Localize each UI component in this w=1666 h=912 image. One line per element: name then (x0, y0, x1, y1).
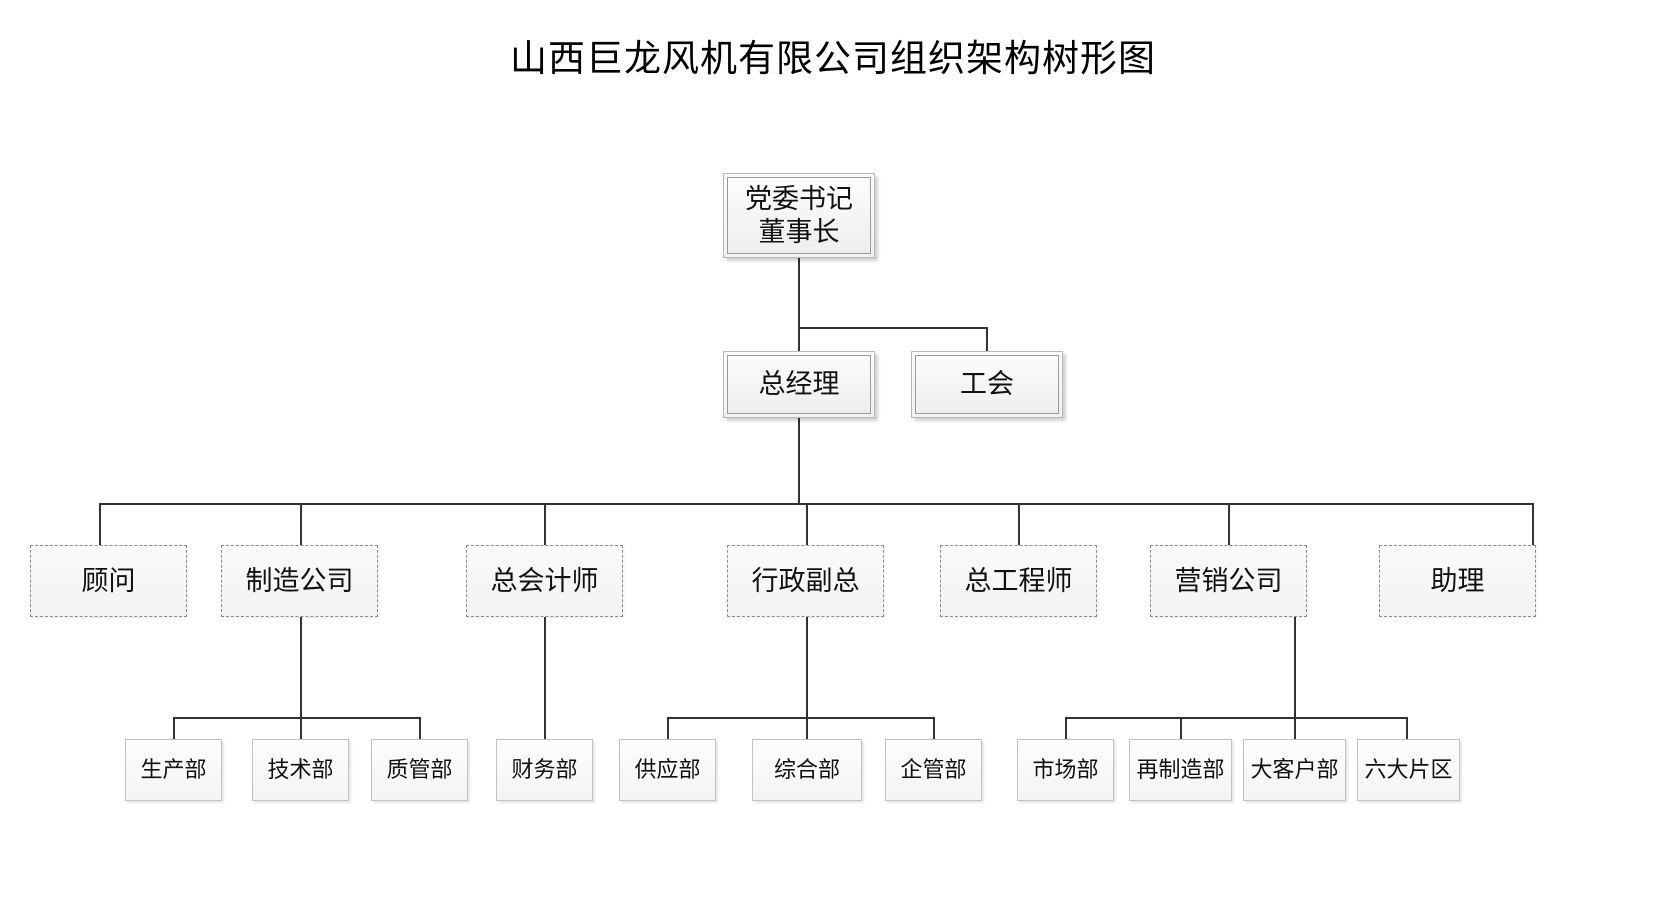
connector-drop-production (173, 717, 175, 739)
connector-drop-advisor (99, 503, 101, 545)
connector-drop-six-regions (1406, 717, 1408, 739)
connector-drop-accountant (544, 503, 546, 545)
node-assistant[interactable]: 助理 (1379, 545, 1536, 617)
connector-drop-supply (667, 717, 669, 739)
node-market-department[interactable]: 市场部 (1017, 739, 1114, 801)
connector-to-union (986, 327, 988, 351)
connector-adminvp-bus (667, 717, 935, 719)
connector-root-down (798, 258, 800, 328)
node-general-manager[interactable]: 总经理 (723, 351, 875, 418)
node-label: 工会 (915, 355, 1059, 414)
connector-mfg-down (300, 617, 302, 718)
node-label: 总经理 (727, 355, 871, 414)
connector-drop-quality (419, 717, 421, 739)
node-enterprise-management-department[interactable]: 企管部 (885, 739, 982, 801)
connector-to-gm (798, 327, 800, 351)
connector-adminvp-down (806, 617, 808, 718)
connector-drop-remfg (1180, 717, 1182, 739)
connector-marketing-bus (1065, 717, 1407, 719)
connector-drop-chief-eng (1018, 503, 1020, 545)
connector-gm-down (798, 418, 800, 504)
connector-drop-key-account (1294, 717, 1296, 739)
node-manufacturing-company[interactable]: 制造公司 (221, 545, 378, 617)
node-quality-department[interactable]: 质管部 (371, 739, 468, 801)
connector-tier2-bus (99, 503, 1533, 505)
node-technology-department[interactable]: 技术部 (252, 739, 349, 801)
connector-drop-general (806, 717, 808, 739)
node-key-account-department[interactable]: 大客户部 (1243, 739, 1346, 801)
node-administrative-vice-president[interactable]: 行政副总 (727, 545, 884, 617)
node-supply-department[interactable]: 供应部 (619, 739, 716, 801)
node-labor-union[interactable]: 工会 (911, 351, 1063, 418)
node-label: 党委书记 董事长 (727, 177, 871, 254)
connector-drop-enterprise (933, 717, 935, 739)
node-finance-department[interactable]: 财务部 (496, 739, 593, 801)
node-remanufacturing-department[interactable]: 再制造部 (1129, 739, 1232, 801)
connector-drop-mfg (300, 503, 302, 545)
node-marketing-company[interactable]: 营销公司 (1150, 545, 1307, 617)
connector-drop-assistant (1532, 503, 1534, 545)
node-general-affairs-department[interactable]: 综合部 (752, 739, 862, 801)
connector-drop-market (1065, 717, 1067, 739)
connector-marketing-down (1294, 617, 1296, 718)
page-title: 山西巨龙风机有限公司组织架构树形图 (510, 39, 1156, 80)
connector-drop-admin-vp (806, 503, 808, 545)
connector-mfg-bus (173, 717, 420, 719)
node-chief-accountant[interactable]: 总会计师 (466, 545, 623, 617)
node-party-secretary-chairman[interactable]: 党委书记 董事长 (723, 173, 875, 258)
connector-drop-marketing (1228, 503, 1230, 545)
node-chief-engineer[interactable]: 总工程师 (940, 545, 1097, 617)
node-advisor[interactable]: 顾问 (30, 545, 187, 617)
node-six-major-regions[interactable]: 六大片区 (1357, 739, 1460, 801)
connector-tier1-bus (798, 327, 988, 329)
connector-drop-technology (300, 717, 302, 739)
connector-accountant-down (544, 617, 546, 739)
node-production-department[interactable]: 生产部 (125, 739, 222, 801)
